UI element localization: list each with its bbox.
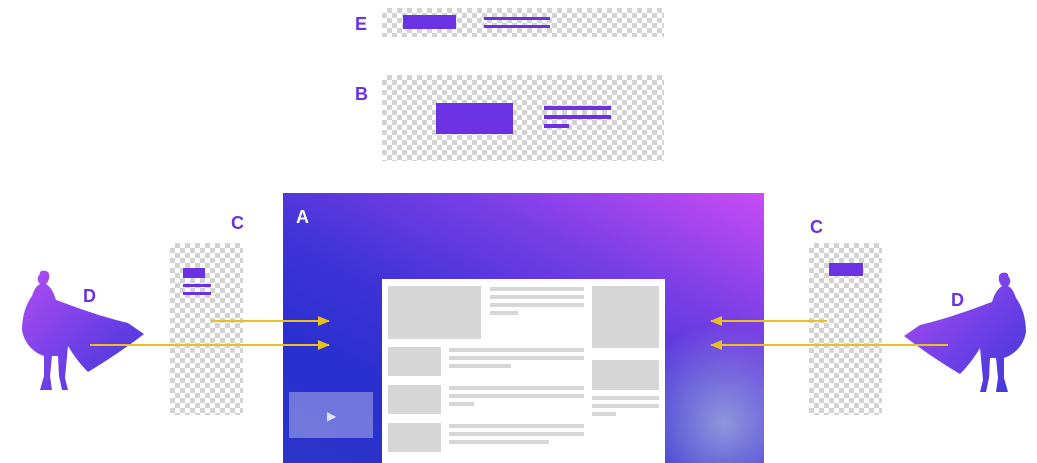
row-thumb-3 (388, 423, 441, 452)
label-c-left: C (231, 213, 244, 233)
label-d-left: D (83, 286, 96, 306)
row-3-line-2 (449, 432, 584, 436)
side-image-1 (592, 286, 659, 348)
caped-figure-left-icon (22, 270, 144, 390)
row-1-line-3 (449, 364, 511, 368)
caped-figure-right-icon (904, 272, 1026, 392)
slot-c-right (809, 243, 882, 415)
row-1-line-1 (449, 348, 584, 352)
label-a: A (296, 207, 309, 227)
play-icon: ▶ (327, 409, 337, 423)
hero-line-2 (490, 295, 584, 299)
slot-b-line-1 (544, 106, 611, 110)
hero-line-4 (490, 311, 518, 315)
side-image-2 (592, 360, 659, 390)
row-3-line-3 (449, 440, 549, 444)
side-line-2 (592, 404, 659, 408)
slot-c-left (170, 243, 243, 415)
row-thumb-1 (388, 347, 441, 376)
hero-image (388, 286, 481, 339)
side-line-1 (592, 396, 659, 400)
row-2-line-1 (449, 386, 584, 390)
slot-c-left-line-2 (183, 292, 211, 295)
slot-e (382, 8, 664, 37)
slot-c-left-block (183, 268, 205, 278)
slot-b (382, 75, 664, 161)
video-slot: ▶ (289, 392, 373, 438)
label-e: E (355, 14, 368, 34)
label-c-right: C (810, 217, 823, 237)
row-1-line-2 (449, 356, 584, 360)
row-2-line-2 (449, 394, 584, 398)
side-line-3 (592, 412, 616, 416)
slot-b-block (436, 103, 513, 134)
slot-e-line-1 (484, 17, 550, 20)
panel-a: A ▶ (283, 193, 764, 463)
slot-e-block (403, 15, 456, 29)
hero-line-3 (490, 303, 584, 307)
row-thumb-2 (388, 385, 441, 414)
slot-b-line-3 (544, 124, 569, 128)
slot-c-right-block (829, 263, 863, 276)
webpage-mock (382, 279, 665, 463)
slot-e-line-2 (484, 25, 550, 28)
row-3-line-1 (449, 424, 584, 428)
slot-b-line-2 (544, 115, 611, 119)
label-b: B (355, 84, 368, 104)
row-2-line-3 (449, 402, 474, 406)
hero-line-1 (490, 287, 584, 291)
label-d-right: D (951, 290, 964, 310)
slot-c-left-line-1 (183, 284, 211, 287)
